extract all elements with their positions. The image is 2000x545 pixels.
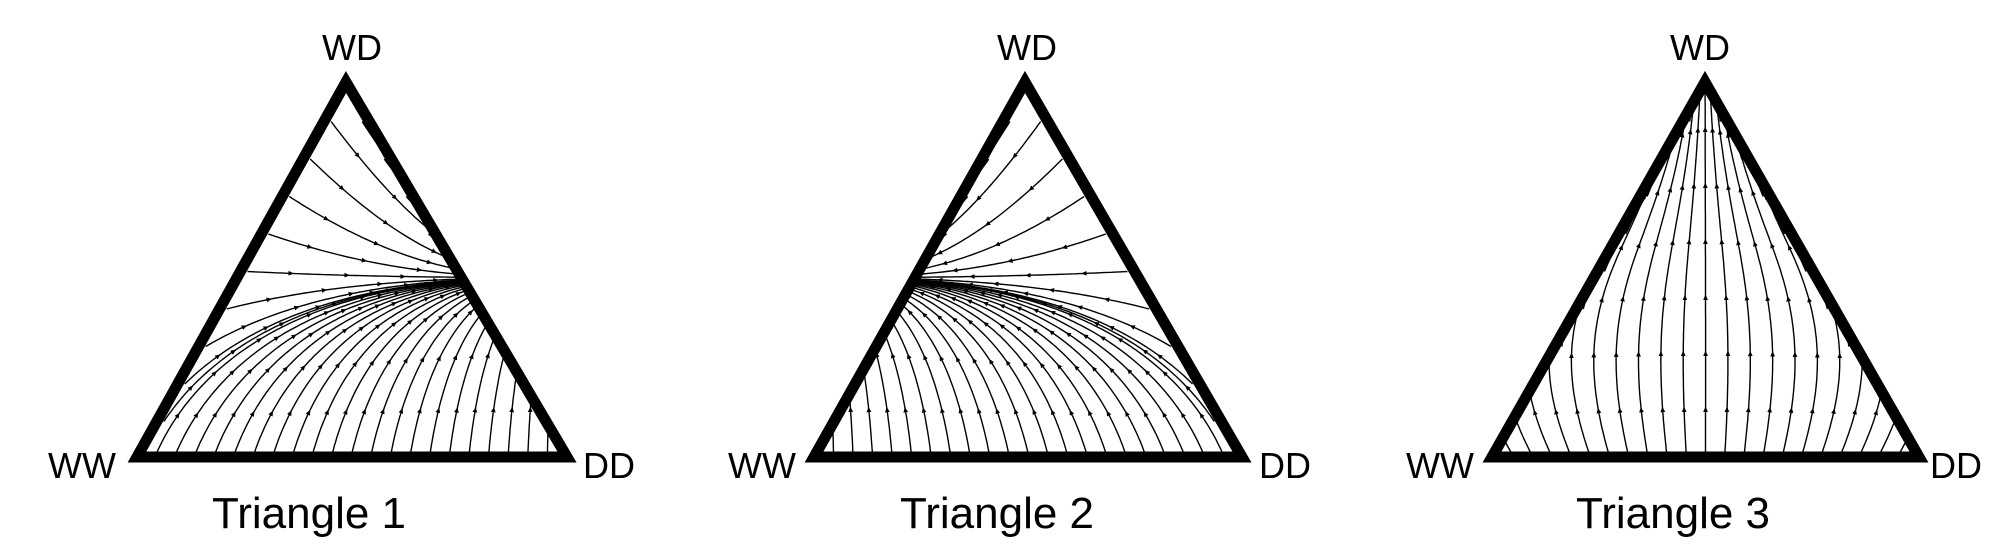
streamline [253, 283, 465, 454]
streamline [862, 369, 874, 454]
streamline [1860, 392, 1882, 454]
streamline [330, 121, 435, 234]
vertex-label-right: DD [1259, 445, 1311, 486]
streamline [909, 288, 1049, 454]
vertex-label-left: WW [48, 445, 116, 486]
triangle-1-caption: Triangle 1 [211, 489, 407, 538]
streamline [527, 397, 532, 454]
streamline [1724, 118, 1774, 454]
streamline [507, 373, 518, 454]
streamline [1637, 118, 1687, 454]
streamline [897, 311, 951, 454]
triangle-2-plot [804, 70, 1252, 463]
streamline [1879, 419, 1896, 454]
streamline [1529, 392, 1551, 454]
streamline [488, 354, 505, 454]
streamline [234, 282, 464, 454]
triangle-2-caption: Triangle 2 [899, 489, 1095, 538]
streamline [1840, 359, 1863, 454]
triangle-3-caption: Triangle 3 [1575, 489, 1771, 538]
simplex-triangle [804, 70, 1252, 463]
streamline [184, 280, 461, 385]
streamline [226, 278, 461, 310]
streamline [915, 270, 1128, 278]
vertex-label-top: WD [1670, 27, 1730, 68]
streamline [312, 287, 467, 454]
vertex-label-left: WW [728, 445, 796, 486]
streamline [916, 280, 1204, 454]
vertex-label-top: WD [997, 27, 1057, 68]
triangle-3-plot [1482, 70, 1929, 463]
streamline [1660, 103, 1695, 454]
streamline [163, 280, 461, 422]
streamline [288, 195, 454, 269]
flow-field [155, 121, 549, 454]
streamline [939, 121, 1042, 236]
streamline [1704, 85, 1707, 453]
streamline [1593, 173, 1655, 454]
streamline [1716, 103, 1751, 454]
flow-field [1503, 85, 1908, 454]
streamline [247, 270, 460, 278]
triangle-1-panel: WD WW DD Triangle 1 [0, 0, 666, 545]
streamline [1570, 299, 1590, 454]
vertex-label-top: WD [322, 27, 382, 68]
streamline [1682, 93, 1701, 454]
streamline [848, 397, 854, 454]
flow-field [832, 121, 1224, 454]
streamline [913, 279, 1194, 385]
vertex-label-right: DD [583, 445, 635, 486]
triangle-1-plot [127, 70, 577, 463]
streamline [902, 305, 971, 454]
streamline [309, 158, 450, 260]
streamline [904, 298, 990, 454]
streamline [914, 280, 1185, 454]
streamline [1821, 303, 1841, 454]
streamline [1548, 359, 1571, 454]
streamline [874, 350, 893, 454]
vertex-label-left: WW [1406, 445, 1474, 486]
streamline [268, 233, 456, 275]
streamline [331, 289, 467, 454]
streamline [1756, 173, 1819, 454]
streamline [883, 332, 912, 454]
streamline [390, 300, 473, 454]
streamline [892, 322, 932, 454]
streamline [409, 305, 478, 454]
streamline [429, 314, 481, 454]
vertex-label-right: DD [1930, 445, 1982, 486]
streamline [915, 278, 1150, 310]
simplex-triangle [1482, 70, 1929, 463]
streamline [911, 282, 1126, 454]
streamline [194, 281, 461, 454]
streamline [449, 322, 489, 454]
triangle-2-panel: WD WW DD Triangle 2 [680, 0, 1346, 545]
streamline [1709, 93, 1729, 454]
simplex-triangle [127, 70, 577, 463]
streamline [909, 286, 1068, 454]
streamline [909, 291, 1029, 454]
streamline [920, 195, 1085, 270]
streamline [175, 280, 464, 454]
streamline [918, 233, 1107, 275]
triangle-3-panel: WD WW DD Triangle 3 [1334, 0, 2000, 545]
streamline [1515, 419, 1532, 454]
streamline [927, 158, 1063, 259]
